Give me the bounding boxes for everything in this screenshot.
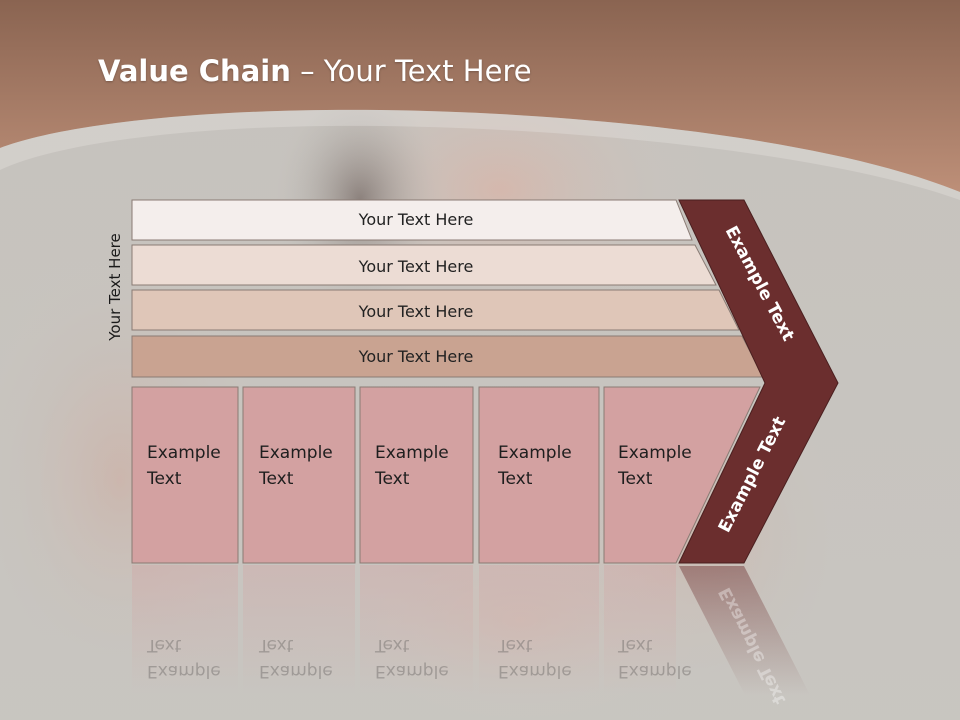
primary-cell-text-1: Example Text	[147, 440, 221, 492]
primary-cell-line2: Text	[618, 469, 653, 489]
primary-cell-2	[242, 386, 356, 564]
primary-cell-line1: Example	[618, 443, 692, 463]
primary-cell-reflection-3: Example Text	[375, 632, 449, 684]
reflection-line1: Example	[618, 661, 692, 681]
reflection-line1: Example	[375, 661, 449, 681]
primary-cell-line2: Text	[375, 469, 410, 489]
reflection-line2: Text	[375, 635, 410, 655]
support-row-1	[131, 199, 693, 241]
reflection-line1: Example	[259, 661, 333, 681]
cells-reflection	[132, 565, 676, 695]
primary-cell-line2: Text	[259, 469, 294, 489]
reflection-line2: Text	[147, 635, 182, 655]
support-row-3	[131, 289, 740, 331]
primary-cell-text-2: Example Text	[259, 440, 333, 492]
primary-cell-text-3: Example Text	[375, 440, 449, 492]
reflection-line2: Text	[259, 635, 294, 655]
primary-cell-line1: Example	[375, 443, 449, 463]
reflection-line2: Text	[498, 635, 533, 655]
primary-cell-1	[131, 386, 239, 564]
primary-cell-reflection-1: Example Text	[147, 632, 221, 684]
primary-cell-reflection-4: Example Text	[498, 632, 572, 684]
primary-cells	[131, 386, 761, 564]
primary-cell-reflection-2: Example Text	[259, 632, 333, 684]
reflection-line1: Example	[147, 661, 221, 681]
margin-arrow-shape	[678, 199, 839, 564]
primary-cell-reflection-5: Example Text	[618, 632, 692, 684]
reflection-line1: Example	[498, 661, 572, 681]
page-title: Value Chain – Your Text Here	[98, 54, 532, 88]
primary-cell-4	[478, 386, 600, 564]
title-bold: Value Chain	[98, 54, 291, 88]
primary-cell-line1: Example	[147, 443, 221, 463]
primary-cell-text-5: Example Text	[618, 440, 692, 492]
support-row-label-2: Your Text Here	[358, 257, 474, 276]
support-row-label-3: Your Text Here	[358, 302, 474, 321]
primary-cell-line2: Text	[147, 469, 182, 489]
primary-cell-line1: Example	[259, 443, 333, 463]
primary-cell-line2: Text	[498, 469, 533, 489]
primary-cell-5	[603, 386, 761, 564]
support-rows: Your Text Here Your Text Here Your Text …	[131, 199, 764, 378]
support-row-label-4: Your Text Here	[358, 347, 474, 366]
primary-cell-text-4: Example Text	[498, 440, 572, 492]
margin-arrow-reflection	[679, 566, 810, 695]
primary-cell-3	[359, 386, 474, 564]
header-band	[0, 0, 960, 200]
primary-cell-line1: Example	[498, 443, 572, 463]
support-row-2	[131, 244, 717, 286]
title-rest: – Your Text Here	[290, 54, 532, 88]
support-row-label-1: Your Text Here	[358, 210, 474, 229]
reflection-line2: Text	[618, 635, 653, 655]
